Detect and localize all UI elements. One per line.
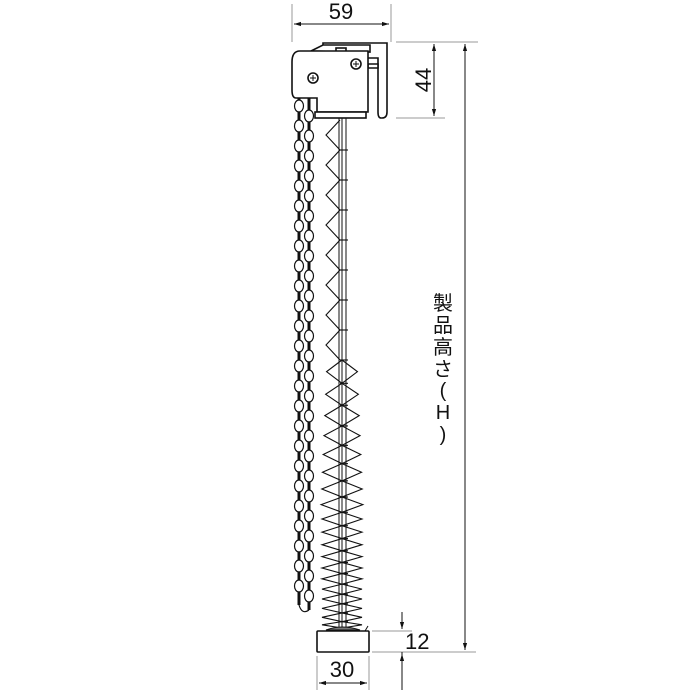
label-char: )	[439, 424, 447, 446]
label-char: 高	[433, 335, 453, 359]
dimension-12: 12	[372, 612, 429, 690]
pleated-screen	[319, 119, 365, 629]
center-shaft	[338, 118, 347, 628]
svg-text:44: 44	[411, 68, 436, 92]
label-char: 製	[433, 291, 453, 315]
bracket-head	[291, 42, 388, 119]
product-height-label: 製 品 高 さ ( H )	[428, 292, 458, 446]
bead-chain	[293, 98, 315, 613]
label-char: H	[435, 402, 451, 424]
label-char: さ	[433, 357, 453, 381]
svg-text:12: 12	[405, 629, 429, 654]
bottom-weight	[316, 625, 370, 653]
svg-text:30: 30	[330, 657, 354, 682]
dimension-59: 59	[291, 0, 392, 42]
dimension-30: 30	[316, 656, 370, 690]
dimension-44: 44	[396, 41, 478, 119]
label-char: 品	[433, 313, 453, 337]
dimension-overall-height	[372, 44, 476, 653]
label-char: (	[439, 380, 447, 402]
svg-text:59: 59	[329, 0, 353, 24]
